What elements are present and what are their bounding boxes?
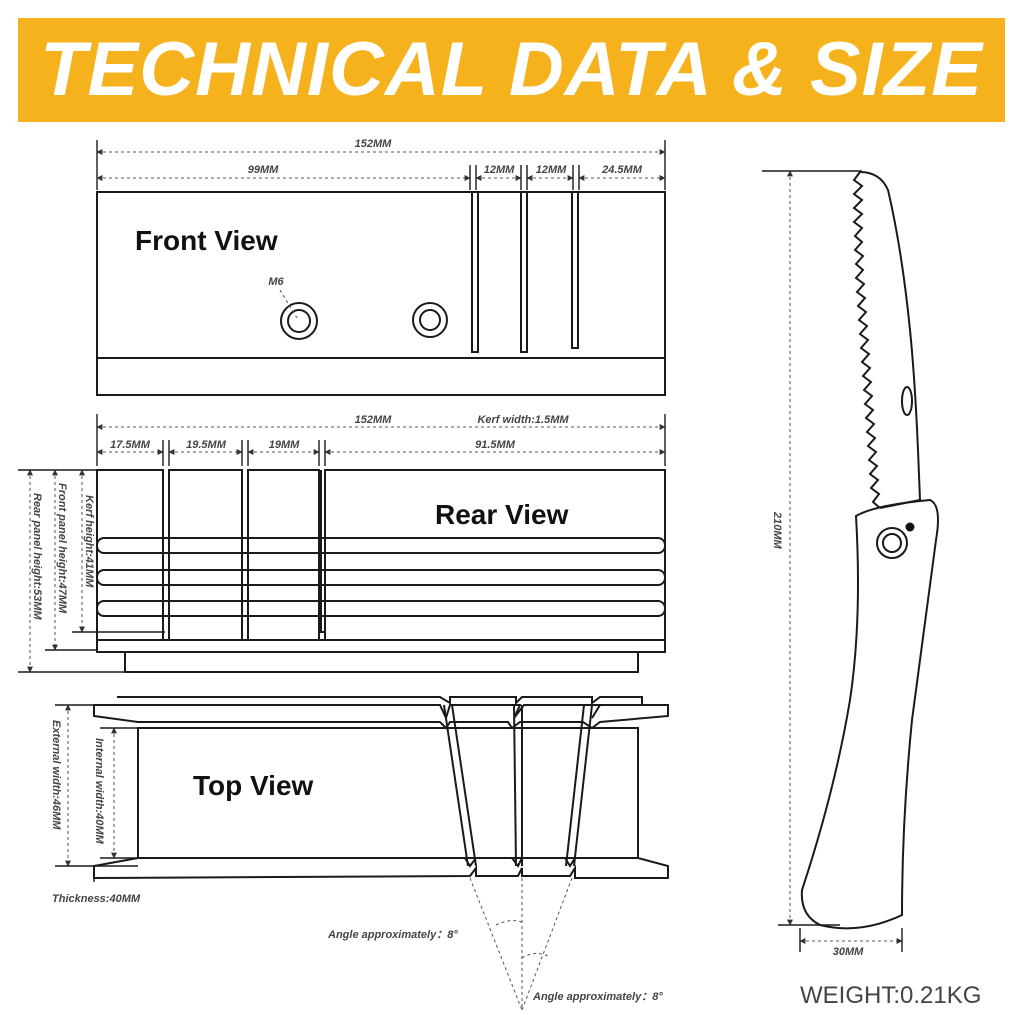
mounting-hole-right <box>412 302 448 338</box>
kerf-width: Kerf width:1.5MM <box>477 414 569 426</box>
folding-saw: 210MM 30MM <box>762 170 939 958</box>
page-title: TECHNICAL DATA & SIZE <box>40 27 983 112</box>
saw-blade-teeth <box>852 171 881 509</box>
saw-width: 30MM <box>833 946 864 958</box>
rear-dim-c: 19MM <box>269 439 300 451</box>
front-dim-total: 152MM <box>355 138 393 150</box>
title-banner: TECHNICAL DATA & SIZE <box>18 18 1005 122</box>
top-view: Angle approximately：8° Angle approximate… <box>50 696 669 1011</box>
saw-handle <box>800 498 939 930</box>
rear-dim-b: 19.5MM <box>186 439 227 451</box>
pivot-bolt <box>876 527 908 559</box>
rear-dim-a: 17.5MM <box>110 439 151 451</box>
rear-dim-total: 152MM <box>355 414 393 426</box>
kerf-height: Kerf height:41MM <box>83 495 95 588</box>
front-view-label: Front View <box>135 225 278 256</box>
front-dim-d: 24.5MM <box>601 164 643 176</box>
front-panel-height: Front panel height:47MM <box>56 483 68 614</box>
weight: WEIGHT:0.21KG <box>800 982 981 1009</box>
rear-panel-height: Rear panel height:53MM <box>31 493 43 620</box>
saw-length: 210MM <box>771 511 783 550</box>
angle-2: Angle approximately：8° <box>532 991 663 1003</box>
top-view-label: Top View <box>193 770 314 801</box>
front-dim-b: 12MM <box>484 164 515 176</box>
thickness: Thickness:40MM <box>52 893 141 905</box>
hole-label: M6 <box>268 276 284 288</box>
rear-rails <box>96 537 666 617</box>
rear-dim-d: 91.5MM <box>475 439 516 451</box>
front-body <box>96 191 666 396</box>
rear-view-label: Rear View <box>435 499 569 530</box>
front-dim-c: 12MM <box>536 164 567 176</box>
angle-1: Angle approximately：8° <box>327 929 458 941</box>
internal-width: Internal width:40MM <box>93 738 105 845</box>
front-view: 152MM 99MM 12MM 12MM 24.5MM M6 <box>96 138 666 396</box>
external-width: External width:46MM <box>50 720 62 830</box>
mounting-hole-left <box>280 302 318 340</box>
rear-view: 152MM Kerf width:1.5MM 17.5MM 19.5MM 19M… <box>18 414 666 673</box>
front-dim-a: 99MM <box>248 164 279 176</box>
